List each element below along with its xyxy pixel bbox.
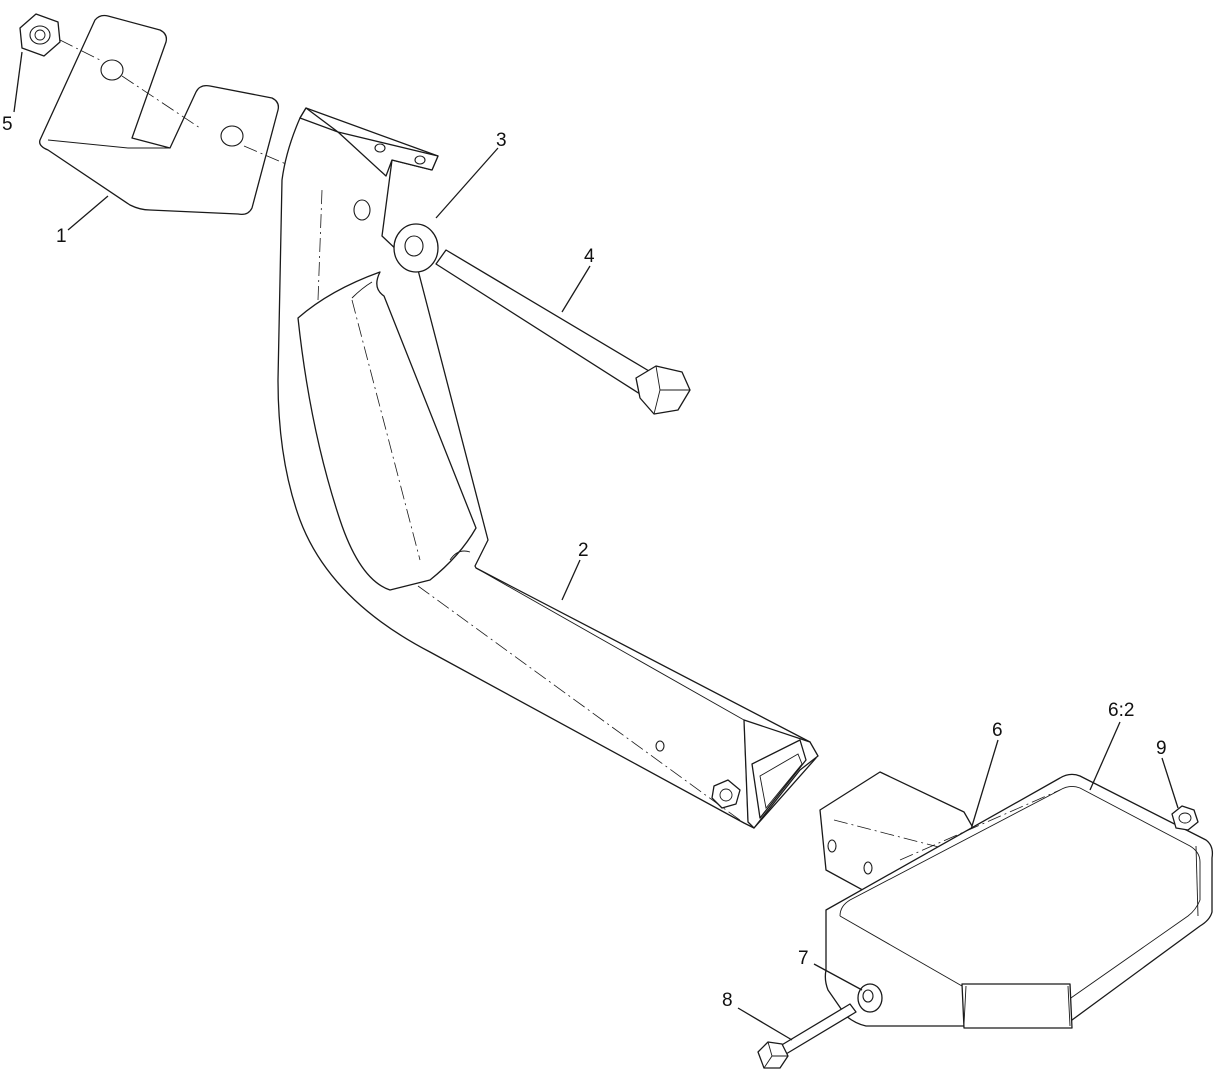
callout-7: 7 [798,948,809,969]
callout-2: 2 [578,540,589,561]
part-3-washer [393,223,439,273]
callout-9: 9 [1156,738,1167,759]
part-4-bolt [435,249,691,415]
callout-1: 1 [56,226,67,247]
part-9-nut [1171,805,1199,831]
callout-3: 3 [496,130,507,151]
part-5-flange-nut [19,13,61,57]
leader-lines [13,51,1179,1041]
callout-8: 8 [722,990,733,1011]
callout-5: 5 [2,114,13,135]
part-1-bracket [39,14,301,216]
callout-4: 4 [584,246,595,267]
part-2-pedal-arm [277,107,819,829]
part-6-footrest [819,771,1214,1029]
callout-6: 6 [992,720,1003,741]
part-7-washer [857,983,883,1013]
part-8-bolt [757,1003,857,1069]
callout-6-2: 6:2 [1108,700,1134,721]
